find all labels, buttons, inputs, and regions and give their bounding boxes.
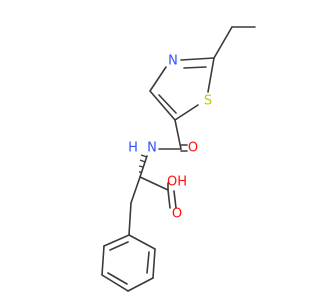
bond-c5-camide — [174, 119, 182, 150]
bond-ph3-ph4 — [101, 274, 129, 292]
bond-layer — [101, 26, 256, 292]
bond-cacid-oacid-b — [173, 190, 177, 209]
bond-c2-n3 — [180, 57, 215, 61]
bond-c2-n3-b — [183, 66, 207, 69]
stereo-hash-3 — [140, 154, 148, 158]
atom-label-n3: N — [168, 54, 178, 69]
bond-ph6-ph1 — [128, 234, 156, 250]
bond-ph5-ph6-b — [146, 251, 150, 274]
bond-ph2-ph3 — [101, 245, 105, 276]
bond-ch2-c2 — [213, 26, 233, 59]
bond-cbeta-ph1 — [128, 202, 132, 236]
bond-n-calpha — [139, 155, 148, 178]
bond-n3-c4 — [149, 66, 167, 92]
bond-ph4-ph5 — [127, 277, 154, 292]
bond-c5-s1 — [174, 104, 199, 121]
atom-label-oacid: O — [172, 207, 182, 222]
stereo-hash-2 — [139, 159, 146, 163]
bond-s1-c2 — [207, 57, 215, 93]
atom-label-ooh: OH — [167, 175, 187, 190]
bond-ph5-ph6 — [152, 248, 156, 279]
bond-calpha-cacid — [139, 176, 169, 191]
bond-ph1-ph2 — [103, 234, 130, 247]
bond-calpha-cbeta — [130, 176, 141, 204]
bond-c4-c5-b — [158, 94, 177, 114]
bond-ph1-ph2-b — [109, 241, 129, 251]
bond-cacid-oacid — [167, 189, 171, 209]
bond-c4-c5 — [149, 90, 176, 121]
atom-label-hamide: H — [128, 141, 138, 156]
bond-ph3-ph4-b — [107, 272, 128, 285]
atom-label-s1: S — [204, 94, 212, 109]
stereo-hash-1 — [138, 165, 144, 168]
atom-label-oamide: O — [188, 141, 198, 156]
atom-label-namide: N — [147, 141, 157, 156]
